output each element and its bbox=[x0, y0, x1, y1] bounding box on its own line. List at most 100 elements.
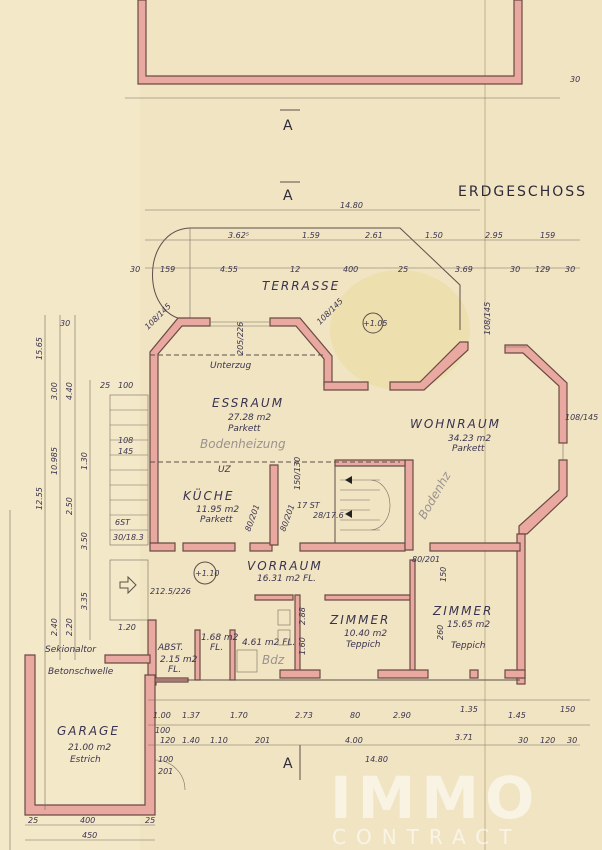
plan-label: 1.30 bbox=[80, 452, 89, 470]
plan-label: Teppich bbox=[451, 641, 486, 651]
plan-label: 30 bbox=[570, 75, 580, 84]
plan-label: TERRASSE bbox=[262, 279, 340, 293]
plan-label: 2.90 bbox=[393, 711, 411, 720]
plan-label: 108/145 bbox=[565, 413, 598, 422]
plan-label: 150/130 bbox=[293, 457, 302, 490]
terrace: TERRASSE +1.05 bbox=[152, 227, 461, 334]
plan-label: A bbox=[283, 118, 295, 134]
plan-label: 120 bbox=[540, 736, 555, 745]
plan-label: ABST. bbox=[157, 643, 183, 653]
section-marker-bottom: A bbox=[283, 745, 301, 780]
plan-label: 201 bbox=[158, 767, 173, 776]
plan-label: 120 bbox=[160, 736, 175, 745]
paper-stain bbox=[330, 270, 470, 390]
plan-label: 14.80 bbox=[340, 201, 363, 210]
walls bbox=[147, 317, 568, 686]
plan-label: 17 ST bbox=[297, 501, 321, 510]
plan-label: 11.95 m2 bbox=[196, 505, 239, 515]
windows bbox=[210, 321, 564, 460]
plan-label: 80/201 bbox=[412, 555, 440, 564]
plan-label: ZIMMER bbox=[432, 604, 493, 618]
plan-label: 4.55 bbox=[220, 265, 238, 274]
plan-label: 2.40 bbox=[50, 618, 59, 636]
plan-label: 129 bbox=[535, 265, 550, 274]
plan-label: FL. bbox=[168, 665, 181, 675]
plan-label: 30/18.3 bbox=[113, 533, 144, 542]
plan-label: 25 bbox=[398, 265, 408, 274]
plan-label: 159 bbox=[160, 265, 175, 274]
plan-label: 16.31 m2 FL. bbox=[257, 574, 316, 584]
plan-label: 2.15 m2 bbox=[160, 655, 198, 665]
plan-label: A bbox=[283, 756, 295, 772]
plan-label: 1.35 bbox=[460, 705, 478, 714]
plan-label: 34.23 m2 bbox=[448, 434, 491, 444]
plan-label: 3.00 bbox=[50, 382, 59, 400]
plan-label: 159 bbox=[540, 231, 555, 240]
plan-label: 3.62⁵ bbox=[228, 231, 249, 240]
plan-label: 201 bbox=[255, 736, 270, 745]
plan-label: 1.68 m2 bbox=[201, 633, 239, 643]
plan-label: 30 bbox=[567, 736, 577, 745]
entry-stairs bbox=[109, 394, 149, 621]
plan-label: 108 bbox=[118, 436, 133, 445]
plan-label: 1.10 bbox=[210, 736, 228, 745]
plan-label: 10.985 bbox=[50, 447, 59, 475]
plan-label: 27.28 m2 bbox=[228, 413, 271, 423]
plan-label: 212.5/226 bbox=[150, 587, 191, 596]
plan-label: 205/226 bbox=[236, 322, 245, 355]
plan-label: 15.65 m2 bbox=[447, 620, 490, 630]
plan-label: 10.40 m2 bbox=[344, 629, 387, 639]
plan-label: Teppich bbox=[346, 640, 381, 650]
plan-label: 100 bbox=[155, 726, 170, 735]
plan-label: 30 bbox=[60, 319, 70, 328]
room-labels: ESSRAUM 27.28 m2 Parkett Bodenheizung Un… bbox=[45, 361, 499, 765]
plan-label: 12.55 bbox=[35, 487, 44, 510]
plan-label: Bodenheizung bbox=[200, 437, 286, 451]
plan-label: 150 bbox=[560, 705, 575, 714]
plan-label: 15.65 bbox=[35, 337, 44, 360]
plan-label: 2.88 bbox=[298, 607, 307, 625]
plan-title: ERDGESCHOSS bbox=[458, 184, 587, 200]
plan-label: 108/145 bbox=[483, 302, 492, 335]
plan-label: ZIMMER bbox=[329, 613, 390, 627]
plan-label: 1.60 bbox=[298, 637, 307, 655]
plan-label: Estrich bbox=[70, 755, 101, 765]
plan-label: 4.61 m2 FL. bbox=[242, 638, 295, 648]
plan-label: UZ bbox=[218, 465, 232, 475]
plan-label: 2.61 bbox=[365, 231, 383, 240]
plan-label: 1.70 bbox=[230, 711, 248, 720]
plan-label: 100 bbox=[158, 755, 173, 764]
plan-label: 80 bbox=[350, 711, 360, 720]
plan-label: Parkett bbox=[228, 424, 261, 434]
plan-label: 21.00 m2 bbox=[68, 743, 111, 753]
plan-label: Parkett bbox=[200, 515, 233, 525]
plan-label: FL. bbox=[210, 643, 223, 653]
plan-label: Betonschwelle bbox=[48, 667, 114, 677]
plan-label: 1.50 bbox=[425, 231, 443, 240]
plan-label: 30 bbox=[510, 265, 520, 274]
plan-label: 4.40 bbox=[65, 382, 74, 400]
plan-label: 25 bbox=[145, 816, 155, 825]
section-marker-top: A A bbox=[280, 109, 300, 204]
plan-label: 1.00 bbox=[153, 711, 171, 720]
plan-label: 1.40 bbox=[182, 736, 200, 745]
plan-label: 145 bbox=[118, 447, 133, 456]
plan-label: Bdz bbox=[262, 653, 285, 667]
plan-label: KÜCHE bbox=[183, 487, 234, 503]
plan-label: 2.20 bbox=[65, 618, 74, 636]
plan-label: 12 bbox=[290, 265, 300, 274]
plan-label: 3.69 bbox=[455, 265, 473, 274]
upper-floor-outline bbox=[125, 0, 560, 99]
plan-label: 3.71 bbox=[455, 733, 473, 742]
plan-label: 450 bbox=[82, 831, 97, 840]
plan-label: 14.80 bbox=[365, 755, 388, 764]
plan-label: 100 bbox=[118, 381, 133, 390]
plan-label: 1.45 bbox=[508, 711, 526, 720]
staircase: 17 ST 28/17.6 bbox=[297, 465, 406, 544]
plan-label: 150 bbox=[439, 567, 448, 582]
plan-label: 2.73 bbox=[295, 711, 313, 720]
plan-label: Parkett bbox=[452, 444, 485, 454]
plan-label: 400 bbox=[80, 816, 95, 825]
plan-label: 30 bbox=[130, 265, 140, 274]
plan-label: 4.00 bbox=[345, 736, 363, 745]
